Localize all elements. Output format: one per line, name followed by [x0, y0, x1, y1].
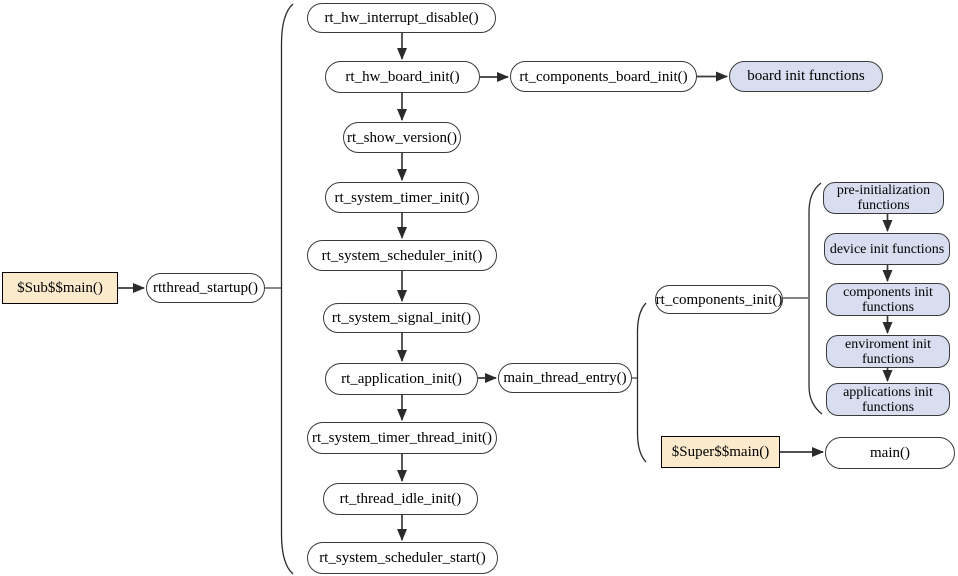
node-environment-init-functions: enviroment init functions — [826, 335, 950, 368]
node-rt-system-signal-init: rt_system_signal_init() — [323, 303, 480, 333]
node-rt-system-timer-thread-init: rt_system_timer_thread_init() — [307, 422, 497, 454]
node-rt-application-init: rt_application_init() — [325, 363, 478, 395]
node-rtthread-startup: rtthread_startup() — [146, 273, 265, 303]
node-rt-hw-interrupt-disable: rt_hw_interrupt_disable() — [307, 3, 496, 33]
node-main: main() — [825, 437, 955, 469]
node-super-main: $Super$$main() — [661, 436, 780, 468]
node-main-thread-entry: main_thread_entry() — [498, 363, 632, 393]
node-rt-components-init: rt_components_init() — [655, 285, 783, 314]
node-rt-system-scheduler-start: rt_system_scheduler_start() — [307, 542, 498, 574]
node-rt-system-scheduler-init: rt_system_scheduler_init() — [307, 240, 497, 271]
node-rt-components-board-init: rt_components_board_init() — [510, 61, 697, 92]
node-pre-initialization-functions: pre-initialization functions — [823, 182, 944, 214]
node-applications-init-functions: applications init functions — [826, 383, 950, 416]
node-sub-main: $Sub$$main() — [2, 272, 118, 304]
node-rt-show-version: rt_show_version() — [343, 122, 461, 153]
node-components-init-functions: components init functions — [826, 283, 950, 316]
brace-rt-components-init-body — [808, 182, 823, 415]
node-device-init-functions: device init functions — [824, 233, 950, 265]
node-board-init-functions: board init functions — [729, 61, 883, 92]
brace-main-thread-entry-body — [636, 302, 647, 463]
brace-rtthread-startup-body — [280, 3, 294, 575]
node-rt-hw-board-init: rt_hw_board_init() — [325, 61, 480, 93]
node-rt-thread-idle-init: rt_thread_idle_init() — [323, 483, 478, 515]
node-rt-system-timer-init: rt_system_timer_init() — [325, 182, 479, 213]
